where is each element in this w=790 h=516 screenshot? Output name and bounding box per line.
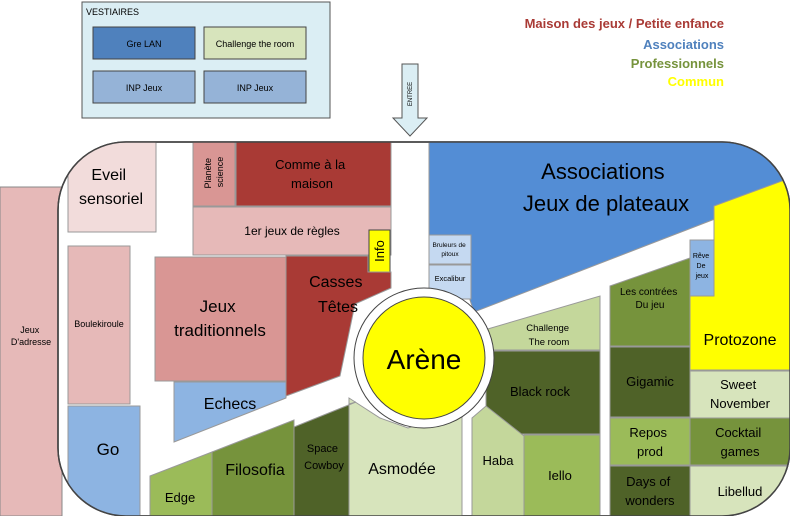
stand-label: Space Cowboy (304, 443, 344, 472)
stand-bruleurs-de-pitoux[interactable]: Bruleurs de pitoux (428, 234, 472, 265)
stand-gigamic[interactable]: Gigamic (609, 346, 691, 418)
stand-label: Go (97, 440, 120, 459)
stand-days-of-wonders[interactable]: Days of wonders (609, 465, 691, 516)
stand-label: 1er jeux de règles (244, 224, 339, 238)
legend: Maison des jeux / Petite enfance Associa… (525, 16, 724, 89)
stand-label: Associations Jeux de plateaux (523, 159, 689, 216)
stand-eveil-sensoriel[interactable]: Eveil sensoriel (67, 142, 157, 233)
stand-label: Bruleurs de pitoux (432, 242, 467, 258)
stand-sweet-november[interactable]: Sweet November (689, 370, 790, 419)
stand-label: Black rock (510, 384, 570, 399)
stand-echecs[interactable]: Echecs (173, 381, 287, 443)
stand-label: Jeux traditionnels (174, 297, 266, 340)
stand-boulekiroule[interactable]: Boulekiroule (67, 245, 131, 405)
stand-label: Gigamic (626, 374, 674, 389)
legend-associations: Associations (643, 37, 724, 52)
stand-label: Libellud (718, 484, 763, 499)
stand-label: Planète science (203, 155, 225, 188)
stand-label: Sweet November (710, 377, 771, 411)
stand-label: Eveil sensoriel (79, 167, 143, 208)
stand-cocktail-games[interactable]: Cocktail games (689, 417, 790, 466)
stand-casses-tetes[interactable]: Casses Têtes (285, 255, 392, 397)
stand-go[interactable]: Go (67, 405, 141, 516)
stand-associations-jeux-de-plateaux[interactable]: Associations Jeux de plateaux (428, 142, 790, 313)
entrance-label: ENTREE (408, 82, 414, 106)
stand-black-rock[interactable]: Black rock (485, 350, 601, 435)
stand-label: Days of wonders (624, 474, 675, 508)
legend-commun: Commun (668, 74, 724, 89)
stand-label: Les contrées Du jeu (620, 287, 680, 311)
stand-label: Edge (165, 490, 195, 505)
vestiaire-room-label: Challenge the room (216, 39, 295, 49)
stand-arene[interactable]: Arène (353, 287, 495, 429)
legend-professionnels: Professionnels (631, 56, 724, 71)
stand-label: Repos prod (629, 425, 670, 459)
stand-label: Casses Têtes (309, 274, 367, 316)
stand-1er-jeux-de-regles[interactable]: 1er jeux de règles (192, 206, 392, 256)
stand-planete-science[interactable]: Planète science (192, 142, 236, 207)
stand-label: Asmodée (368, 461, 436, 478)
vestiaires-area: VESTIAIRES Gre LAN Challenge the room IN… (81, 1, 331, 119)
stand-iello[interactable]: Iello (523, 434, 601, 516)
vestiaire-room-gre-lan[interactable]: Gre LAN (92, 26, 196, 60)
vestiaire-room-label: INP Jeux (237, 83, 274, 93)
vestiaire-room-challenge[interactable]: Challenge the room (203, 26, 307, 60)
stand-comme-a-la-maison[interactable]: Comme à la maison (235, 142, 392, 207)
stand-label: Excalibur (435, 274, 466, 283)
stand-label: Cocktail games (715, 425, 765, 459)
stand-label: Haba (482, 453, 514, 468)
stand-label: Jeux D'adresse (11, 325, 51, 347)
vestiaire-room-inp-jeux-2[interactable]: INP Jeux (203, 70, 307, 104)
stand-reve-de-jeux[interactable]: Rêve De jeux (689, 239, 715, 297)
legend-maison: Maison des jeux / Petite enfance (525, 16, 724, 31)
stand-label: Protozone (704, 332, 777, 349)
stand-label: Filosofia (225, 462, 285, 479)
stand-label: Echecs (204, 396, 256, 413)
vestiaires-title: VESTIAIRES (86, 7, 139, 17)
stand-repos-prod[interactable]: Repos prod (609, 417, 691, 466)
vestiaire-room-label: Gre LAN (126, 39, 161, 49)
entrance-arrow: ENTREE (391, 63, 429, 137)
stand-label: Rêve De jeux (693, 253, 711, 280)
stand-label: Iello (548, 468, 572, 483)
vestiaire-room-label: INP Jeux (126, 83, 163, 93)
stand-filosofia[interactable]: Filosofia (211, 419, 295, 516)
stand-space-cowboy[interactable]: Space Cowboy (293, 401, 357, 516)
stand-edge[interactable]: Edge (149, 451, 213, 516)
stand-label: Boulekiroule (74, 319, 124, 329)
stand-jeux-adresse[interactable]: Jeux D'adresse (0, 186, 63, 516)
stand-label: Comme à la maison (275, 157, 349, 191)
stand-label: Arène (387, 344, 462, 375)
stand-les-contrees-du-jeu[interactable]: Les contrées Du jeu (609, 257, 691, 347)
stand-jeux-traditionnels[interactable]: Jeux traditionnels (154, 256, 287, 382)
vestiaire-room-inp-jeux-1[interactable]: INP Jeux (92, 70, 196, 104)
stand-label: Challenge The room (526, 323, 571, 348)
stand-label: Info (372, 240, 387, 262)
stand-info[interactable]: Info (368, 229, 391, 273)
